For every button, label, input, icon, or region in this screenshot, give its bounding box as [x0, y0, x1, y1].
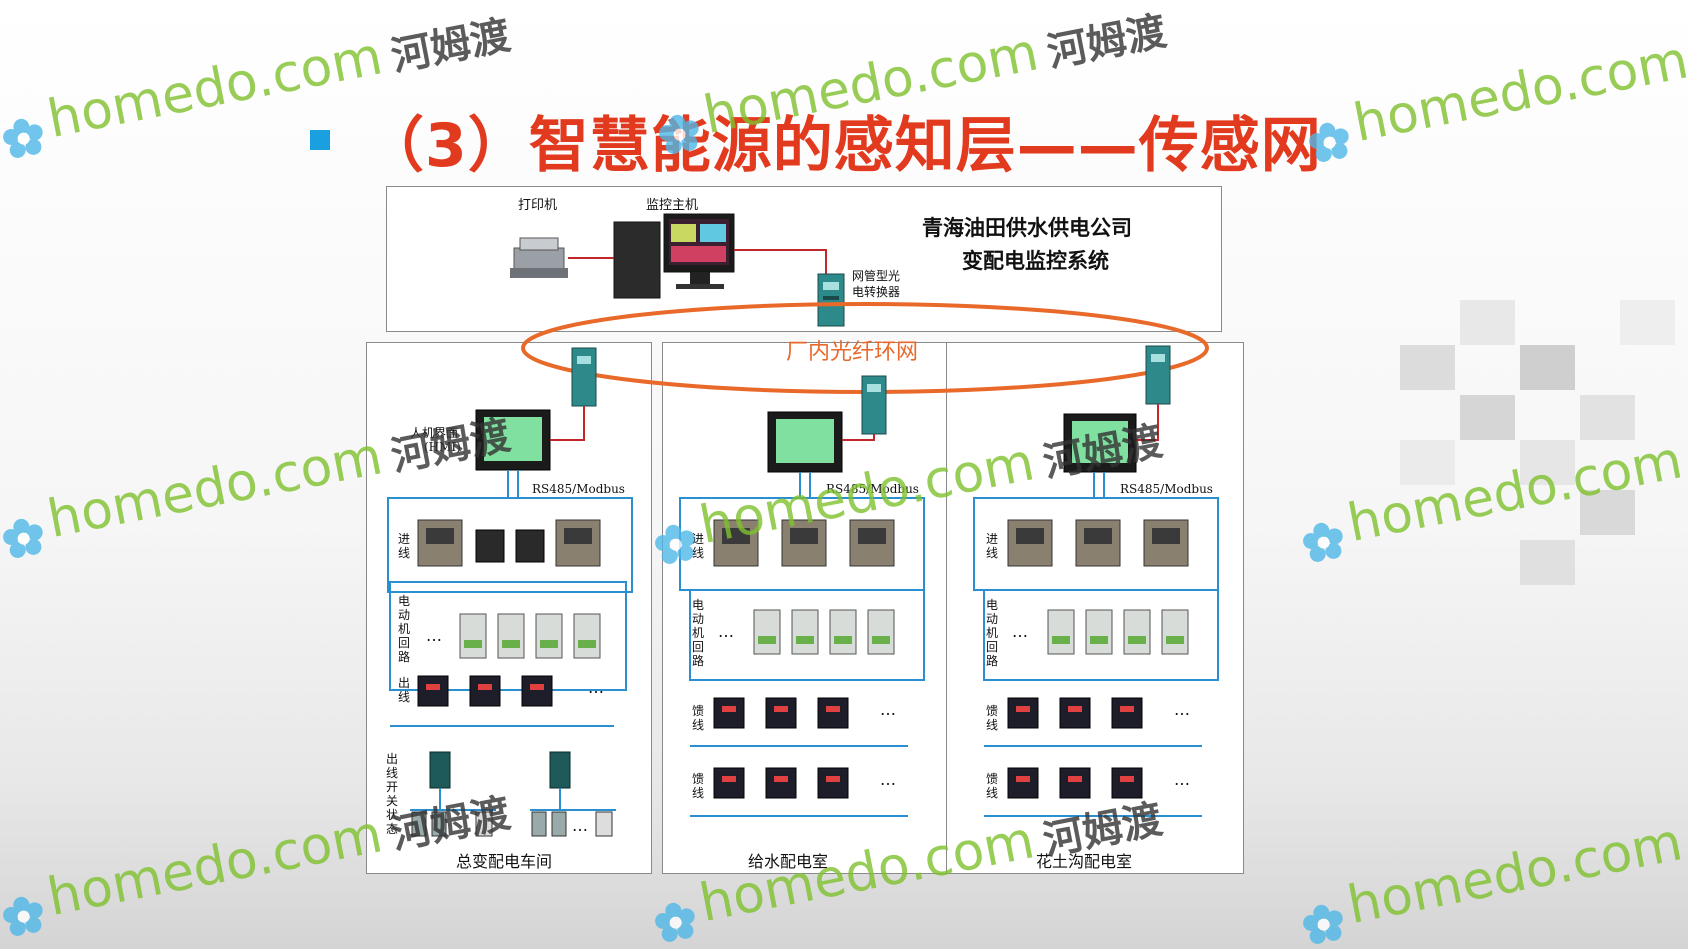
converter-label-1: 网管型光: [852, 269, 901, 283]
room2-hmi-link: [842, 434, 875, 441]
room2-motor-label: 电动机回路: [692, 598, 705, 668]
room3-incoming-label: 进线: [986, 532, 999, 560]
room3-feeder-ellipsis-1: …: [1174, 700, 1190, 719]
slide-title: （3）智慧能源的感知层——传感网: [364, 110, 1322, 181]
deco-tile: [1620, 300, 1675, 345]
room3-converter-icon: [1145, 345, 1171, 405]
room3-feeder-label-1: 馈线: [986, 704, 999, 732]
host-computer-icon: [613, 213, 735, 299]
host-converter-link: [734, 249, 827, 274]
fiber-ring-label: 厂内光纤环网: [786, 340, 919, 365]
room3-feeder-devices-2: [1007, 767, 1143, 799]
room2-feeder-ellipsis-1: …: [880, 700, 896, 719]
top-converter-icon: [817, 273, 845, 327]
room3-bus-label: RS485/Modbus: [1120, 482, 1213, 496]
room2-name: 给水配电室: [748, 852, 829, 871]
deco-tile: [1460, 395, 1515, 440]
room2-incoming-devices: [713, 519, 895, 567]
room1-outgoing-devices: [417, 675, 553, 707]
printer-icon: [510, 237, 568, 278]
room2-feeder-ellipsis-2: …: [880, 770, 896, 789]
room3-incoming-devices: [1007, 519, 1189, 567]
room3-motor-ellipsis: …: [1012, 622, 1028, 641]
converter-label-2: 电转换器: [852, 285, 901, 299]
slide-title-row: （3）智慧能源的感知层——传感网: [310, 100, 1322, 181]
room2-motor-devices: [753, 609, 895, 655]
room1-bus: [387, 470, 633, 727]
room1-outgoing-ellipsis: …: [588, 678, 604, 697]
room1-outgoing-label: 出线: [398, 676, 411, 704]
room1-hmi-label-2: (HMI): [424, 440, 461, 454]
room2-incoming-label: 进线: [692, 532, 705, 560]
room1-incoming-label: 进线: [398, 532, 411, 560]
room1-switch-status-devices: [410, 751, 616, 837]
room1-switch-ellipsis: …: [572, 816, 588, 835]
room3-hmi-link: [1136, 404, 1159, 441]
room1-motor-devices: [459, 613, 601, 659]
deco-tile: [1400, 440, 1455, 485]
room1-hmi-icon: [475, 409, 551, 471]
printer-label: 打印机: [518, 198, 558, 213]
room2-converter-icon: [861, 375, 887, 435]
room3-motor-label: 电动机回路: [986, 598, 999, 668]
company-name: 青海油田供水供电公司: [922, 215, 1132, 240]
deco-tile: [1520, 440, 1575, 485]
room1-hmi-link: [550, 406, 585, 441]
room3-feeder-ellipsis-2: …: [1174, 770, 1190, 789]
deco-tile: [1400, 345, 1455, 390]
room3-feeder-devices-1: [1007, 697, 1143, 729]
deco-tile: [1460, 300, 1515, 345]
deco-tile: [1580, 395, 1635, 440]
deco-tile: [1520, 345, 1575, 390]
room2-hmi-icon: [767, 411, 843, 473]
room1-bus-label: RS485/Modbus: [532, 482, 625, 496]
room3-motor-devices: [1047, 609, 1189, 655]
room2-feeder-label-2: 馈线: [692, 772, 705, 800]
room3-feeder-label-2: 馈线: [986, 772, 999, 800]
room2-feeder-devices-1: [713, 697, 849, 729]
room2-bus-label: RS485/Modbus: [826, 482, 919, 496]
room1-motor-ellipsis: …: [426, 626, 442, 645]
room1-switch-status-label: 出线开关状态: [386, 752, 399, 836]
room1-converter-icon: [571, 347, 597, 407]
room3-hmi-icon: [1063, 413, 1137, 473]
deco-tile: [1580, 490, 1635, 535]
room2-feeder-label-1: 馈线: [692, 704, 705, 732]
bullet-square: [310, 130, 330, 150]
room2-motor-ellipsis: …: [718, 622, 734, 641]
deco-tile: [1520, 540, 1575, 585]
room1-hmi-label-1: 人机界面: [410, 426, 459, 440]
host-label: 监控主机: [646, 198, 699, 213]
room1-name: 总变配电车间: [456, 852, 553, 871]
room1-motor-label: 电动机回路: [398, 594, 411, 664]
system-name: 变配电监控系统: [962, 248, 1109, 273]
room3-bus: [973, 472, 1219, 817]
room1-incoming-devices: [417, 519, 601, 567]
room3-name: 花土沟配电室: [1036, 852, 1133, 871]
room2-feeder-devices-2: [713, 767, 849, 799]
